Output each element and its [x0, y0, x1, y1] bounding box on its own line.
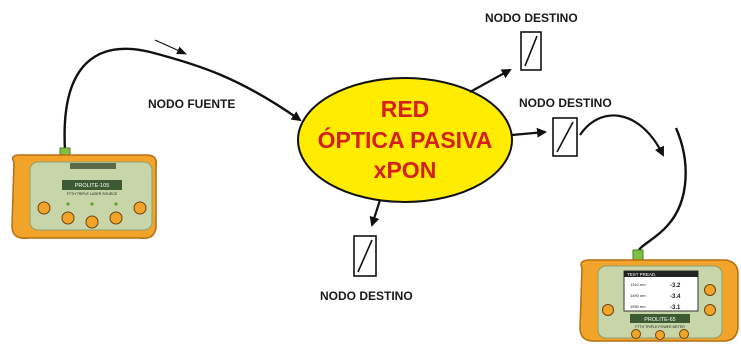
meter-row-2-value: -3.4 — [670, 294, 681, 300]
dest-bottom-label: NODO DESTINO — [320, 289, 413, 303]
source-button-5[interactable] — [133, 201, 147, 215]
source-device-subtitle: FTTH TRIPLE LASER SOURCE — [67, 192, 118, 196]
arrow-to-dest-bottom — [369, 199, 382, 227]
dest-mid-curved-arrow — [579, 114, 664, 157]
meter-screen — [623, 270, 699, 312]
meter-button-2[interactable] — [655, 330, 665, 340]
dest-mid-label: NODO DESTINO — [519, 96, 612, 110]
meter-row-1-wavelength: 1310 nm — [630, 282, 646, 287]
meter-device-model: PROLITE-65 — [644, 317, 675, 323]
source-cable — [63, 47, 302, 151]
arrow-to-dest-top — [469, 69, 512, 93]
dest-mid-node-slash — [556, 121, 574, 153]
meter-screen-header: TEST PREAD. — [627, 272, 656, 277]
source-button-2[interactable] — [61, 211, 75, 225]
meter-row-3-wavelength: 1550 nm — [630, 304, 646, 309]
meter-cable — [636, 127, 687, 253]
source-led-2 — [90, 202, 94, 206]
source-button-3[interactable] — [85, 215, 99, 229]
flow-direction-arrow — [154, 39, 187, 55]
meter-device-subtitle: FTTH TRIPLE POWER METER — [635, 325, 685, 329]
network-ellipse — [297, 77, 513, 203]
source-node-label: NODO FUENTE — [148, 97, 235, 111]
meter-button-1[interactable] — [631, 329, 641, 339]
meter-device: TEST PREAD. 1310 nm -3.2 1490 nm -3.4 15… — [579, 259, 739, 342]
meter-button-3[interactable] — [679, 329, 689, 339]
source-led-3 — [114, 202, 118, 206]
meter-connector — [632, 249, 644, 261]
dest-top-label: NODO DESTINO — [485, 11, 578, 25]
meter-button-down[interactable] — [704, 304, 716, 316]
source-led-1 — [66, 202, 70, 206]
network-title-line1: RED — [381, 96, 430, 122]
source-button-1[interactable] — [37, 201, 51, 215]
dest-bottom-node-slash — [357, 239, 373, 273]
meter-button-up[interactable] — [704, 284, 716, 296]
meter-row-1-value: -3.2 — [670, 283, 681, 289]
source-device: PROLITE-105 FTTH TRIPLE LASER SOURCE — [11, 154, 158, 240]
arrow-to-dest-mid — [511, 127, 547, 138]
dest-top-node-slash — [524, 35, 538, 67]
source-button-4[interactable] — [109, 211, 123, 225]
meter-row-2-wavelength: 1490 nm — [630, 293, 646, 298]
meter-row-3-value: -3.1 — [670, 305, 681, 311]
source-device-model: PROLITE-105 — [75, 183, 110, 189]
meter-button-left[interactable] — [602, 304, 614, 316]
network-title-line3: xPON — [374, 157, 437, 183]
network-title-line2: ÓPTICA PASIVA — [318, 126, 493, 153]
